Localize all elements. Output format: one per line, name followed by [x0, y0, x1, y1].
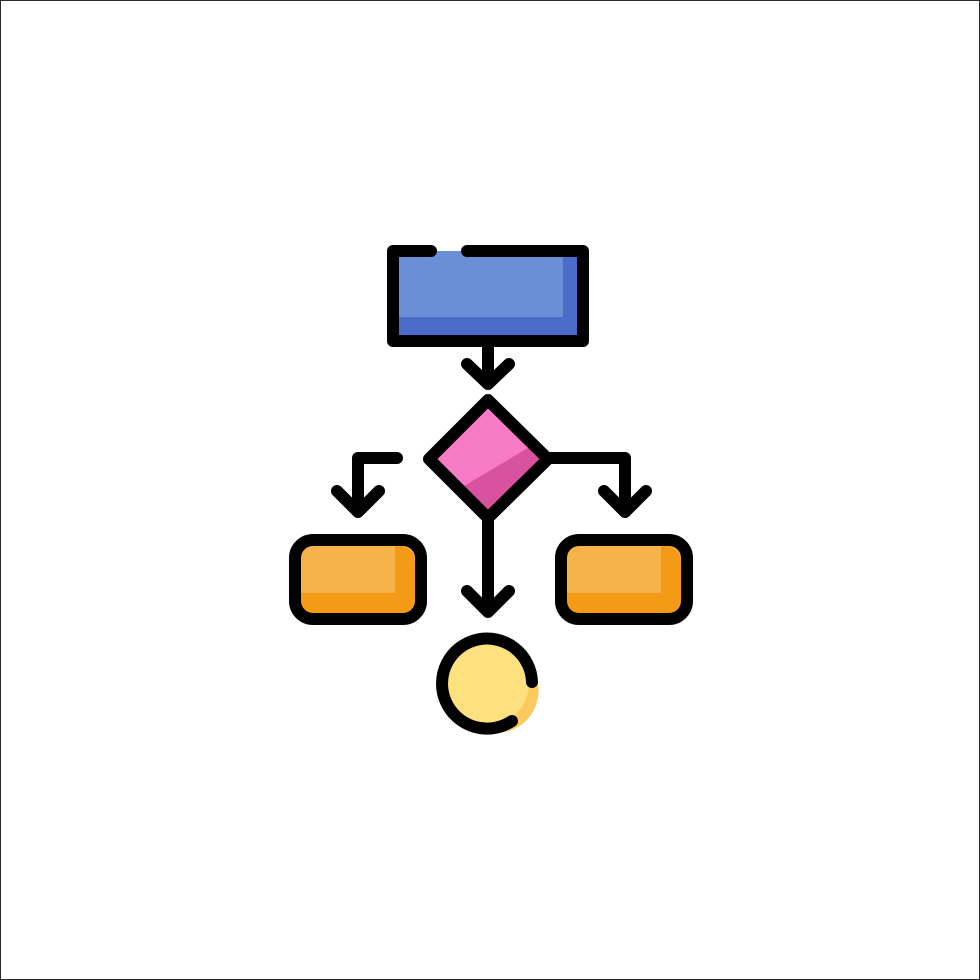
- left-branch-box: [289, 534, 427, 625]
- arrow-top-to-decision: [461, 339, 515, 390]
- process-box: [387, 245, 589, 347]
- decision-diamond: [423, 394, 554, 524]
- right-branch-box: [555, 534, 693, 625]
- terminal-circle: [436, 632, 539, 735]
- connector-arrows: [331, 339, 652, 618]
- arrow-decision-to-terminal: [461, 511, 515, 618]
- arrow-decision-to-right-box: [543, 452, 652, 518]
- arrow-decision-to-left-box: [331, 452, 403, 518]
